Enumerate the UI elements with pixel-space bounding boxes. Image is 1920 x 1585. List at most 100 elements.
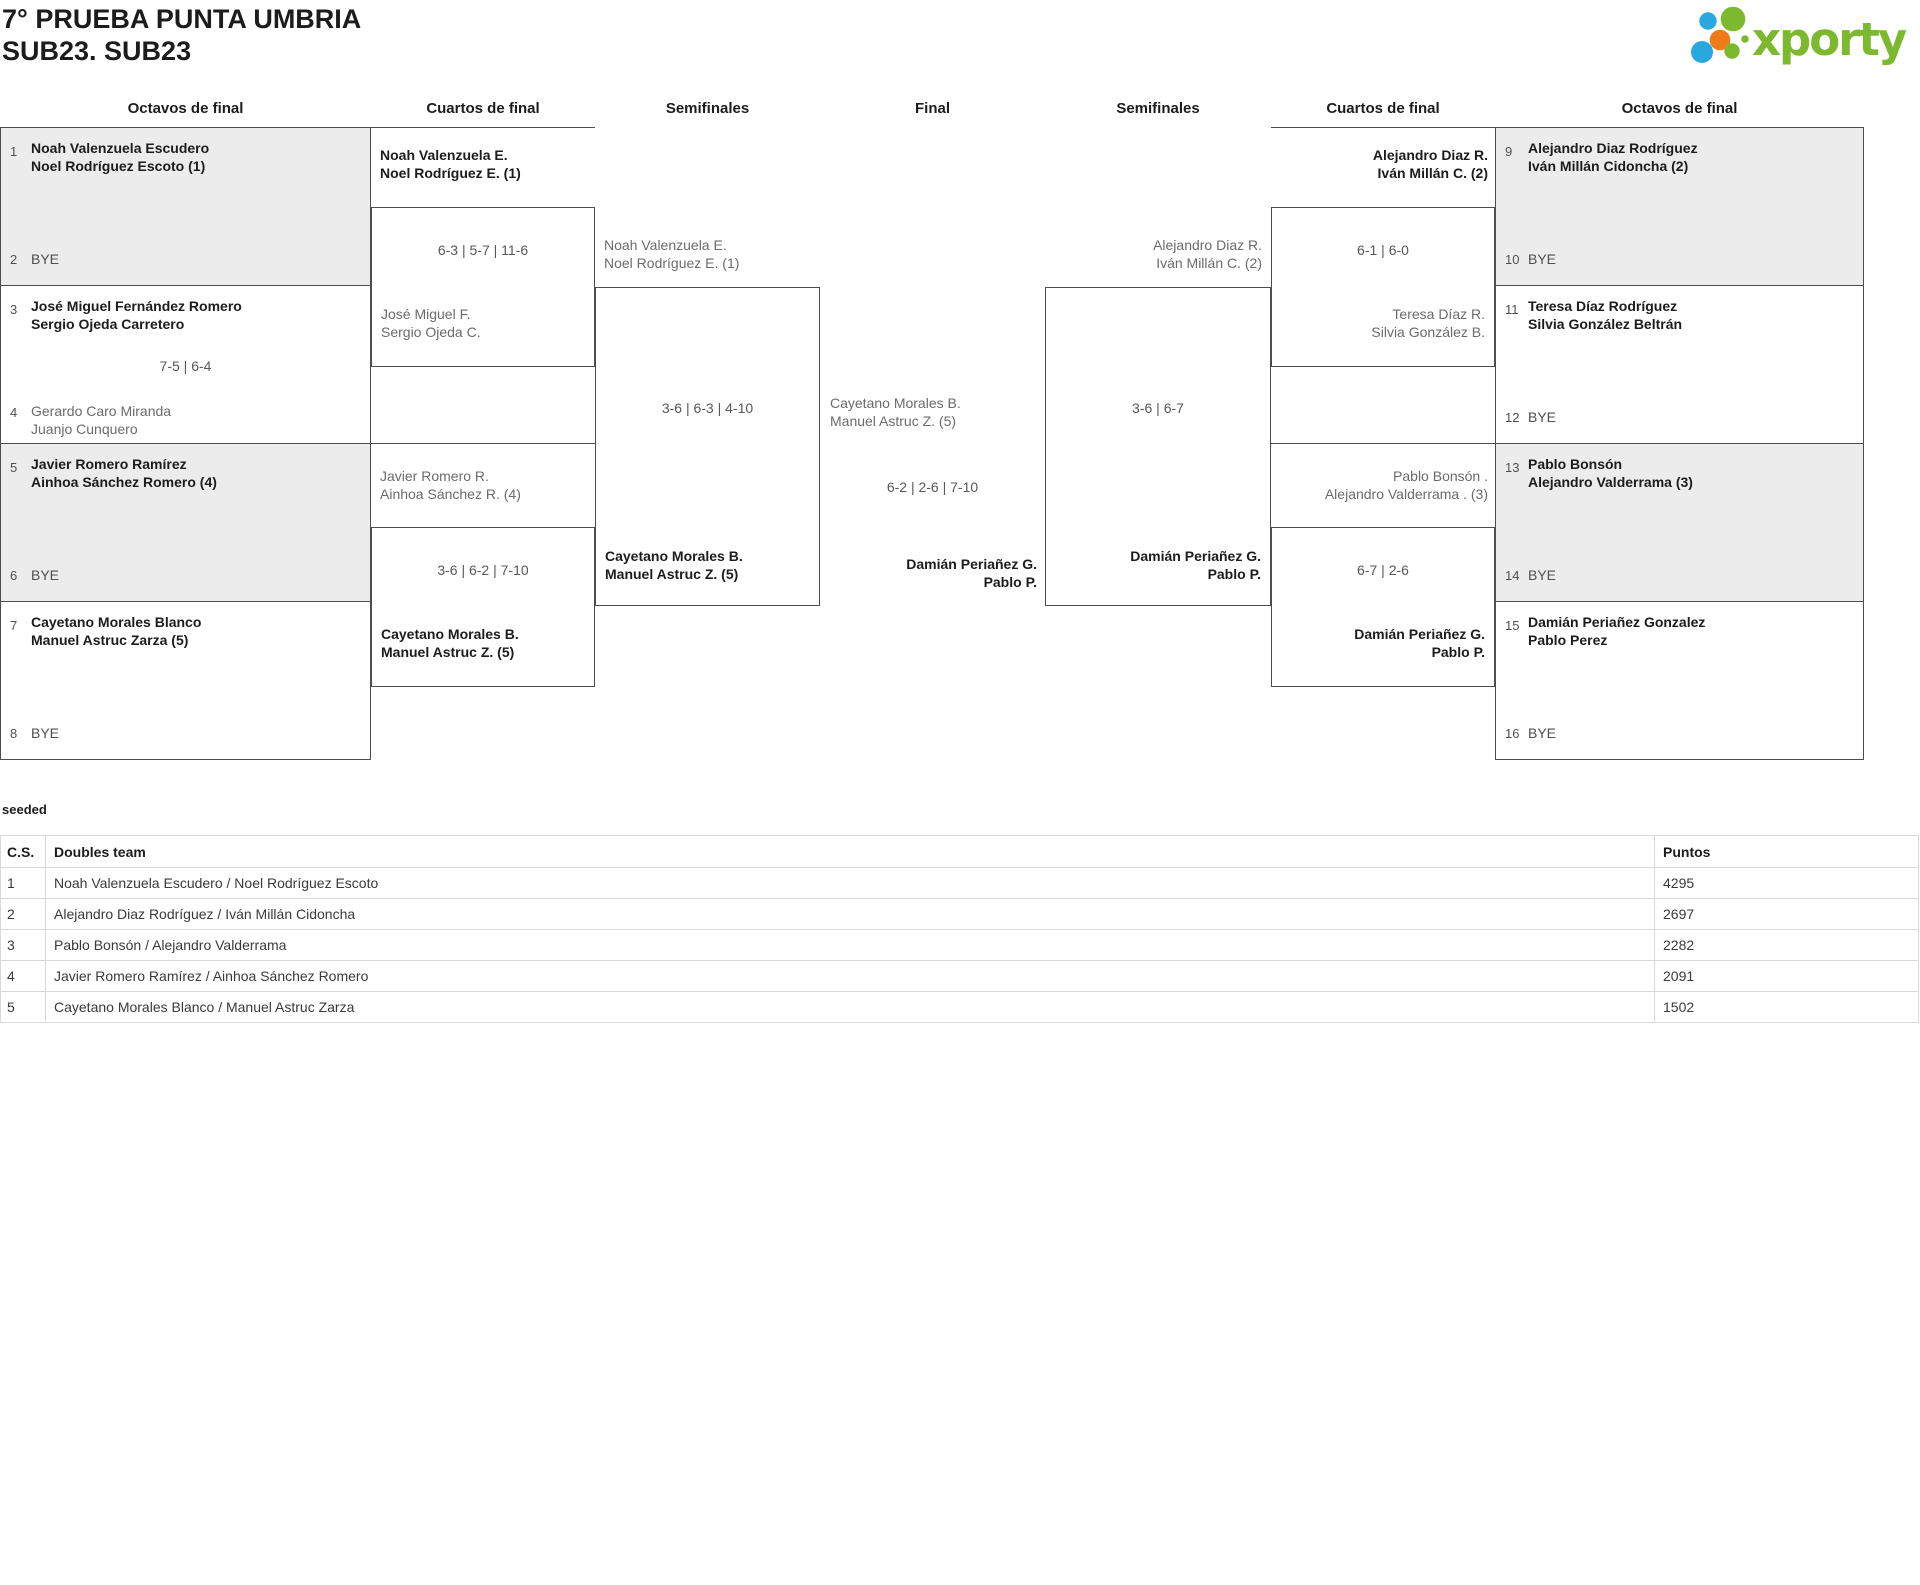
seed-team[interactable]: Cayetano Morales Blanco / Manuel Astruc … [45, 991, 1655, 1023]
page-title-line2: SUB23. SUB23 [2, 36, 192, 66]
quarters-right-2-bottom-team[interactable]: Damián Periañez G. Pablo P. [1354, 625, 1485, 661]
final-top-team[interactable]: Cayetano Morales B. Manuel Astruc Z. (5) [830, 394, 961, 430]
quarters-left-1-bottom-team[interactable]: José Miguel F. Sergio Ojeda C. [381, 305, 481, 341]
quarters-left-2-bottom-team[interactable]: Cayetano Morales B. Manuel Astruc Z. (5) [381, 625, 519, 661]
seed-number: 3 [0, 929, 46, 961]
team-entry-4[interactable]: Gerardo Caro Miranda Juanjo Cunquero [31, 402, 171, 438]
player-line-2: Noel Rodríguez E. (1) [604, 255, 740, 271]
seed-team[interactable]: Alejandro Diaz Rodríguez / Iván Millán C… [45, 898, 1655, 930]
quarters-left-2-match-box: 3-6 | 6-2 | 7-10 Cayetano Morales B. Man… [371, 527, 595, 687]
quarters-left-1-top-team[interactable]: Noah Valenzuela E. Noel Rodríguez E. (1) [380, 146, 521, 182]
octavos-left-box-3: 5 Javier Romero Ramírez Ainhoa Sánchez R… [0, 443, 371, 602]
semi-left-bottom-team[interactable]: Cayetano Morales B. Manuel Astruc Z. (5) [605, 547, 743, 583]
player-line-1: Noah Valenzuela E. [380, 147, 508, 163]
semi-right-top-team[interactable]: Alejandro Diaz R. Iván Millán C. (2) [1046, 236, 1262, 272]
team-entry-11[interactable]: Teresa Díaz Rodríguez Silvia González Be… [1528, 297, 1682, 333]
team-entry-13[interactable]: Pablo Bonsón Alejandro Valderrama (3) [1528, 455, 1693, 491]
seeded-table: C.S. Doubles team Puntos 1 Noah Valenzue… [0, 835, 1919, 1023]
seeded-row-2: 2 Alejandro Diaz Rodríguez / Iván Millán… [0, 898, 1919, 930]
round-header-semis-left: Semifinales [665, 100, 750, 117]
seed-number: 2 [0, 898, 46, 930]
round-header-semis-right: Semifinales [1116, 100, 1200, 117]
round-header-cuartos-right: Cuartos de final [1326, 100, 1440, 117]
team-entry-5[interactable]: Javier Romero Ramírez Ainhoa Sánchez Rom… [31, 455, 217, 491]
seed-points: 2091 [1654, 960, 1919, 992]
player-line-1: Cayetano Morales B. [381, 626, 519, 642]
team-entry-7[interactable]: Cayetano Morales Blanco Manuel Astruc Za… [31, 613, 201, 649]
bye-label-14: BYE [1528, 567, 1557, 583]
seed-number: 4 [0, 960, 46, 992]
seed-number: 5 [0, 991, 46, 1023]
quarters-right-2-match-box: 6-7 | 2-6 Damián Periañez G. Pablo P. [1271, 527, 1495, 687]
player-line-2: Alejandro Valderrama (3) [1528, 474, 1693, 490]
player-line-1: Teresa Díaz R. [1392, 306, 1485, 322]
player-line-1: Javier Romero R. [380, 468, 489, 484]
player-line-2: Alejandro Valderrama . (3) [1324, 486, 1488, 502]
player-line-1: Teresa Díaz Rodríguez [1528, 298, 1678, 314]
player-line-1: Cayetano Morales B. [830, 395, 961, 411]
seed-number: 1 [0, 867, 46, 899]
bye-label-16: BYE [1528, 725, 1557, 741]
col-header-team: Doubles team [45, 835, 1655, 868]
team-entry-3[interactable]: José Miguel Fernández Romero Sergio Ojed… [31, 297, 242, 333]
final-bottom-team[interactable]: Damián Periañez G. Pablo P. [820, 555, 1037, 591]
entry-number-13: 13 [1505, 460, 1520, 475]
seed-team[interactable]: Noah Valenzuela Escudero / Noel Rodrígue… [45, 867, 1655, 899]
player-line-1: José Miguel F. [381, 306, 471, 322]
player-line-2: Pablo P. [1431, 644, 1485, 660]
round-header-octavos-left: Octavos de final [127, 100, 244, 117]
entry-number-11: 11 [1505, 302, 1519, 317]
player-line-2: Manuel Astruc Z. (5) [830, 413, 957, 429]
final-score: 6-2 | 2-6 | 7-10 [886, 479, 979, 495]
octavos-right-box-4: 15 Damián Periañez Gonzalez Pablo Perez … [1495, 601, 1864, 760]
seeded-row-5: 5 Cayetano Morales Blanco / Manuel Astru… [0, 991, 1919, 1023]
player-line-1: Cayetano Morales Blanco [31, 614, 202, 630]
team-entry-9[interactable]: Alejandro Diaz Rodríguez Iván Millán Cid… [1528, 139, 1698, 175]
entry-number-9: 9 [1505, 144, 1513, 159]
quarters-right-1-match-box: 6-1 | 6-0 Teresa Díaz R. Silvia González… [1271, 207, 1495, 367]
col-header-cs: C.S. [0, 835, 46, 868]
quarters-right-2-top-team[interactable]: Pablo Bonsón . Alejandro Valderrama . (3… [1278, 467, 1488, 503]
bye-label-2: BYE [31, 251, 60, 267]
entry-number-4: 4 [10, 405, 18, 420]
match-score: 3-6 | 6-2 | 7-10 [437, 562, 529, 578]
quarters-right-1-top-team[interactable]: Alejandro Diaz R. Iván Millán C. (2) [1278, 146, 1488, 182]
octavos-right-box-1: 9 Alejandro Diaz Rodríguez Iván Millán C… [1495, 127, 1864, 286]
seeded-table-header-row: C.S. Doubles team Puntos [0, 835, 1919, 868]
player-line-2: Ainhoa Sánchez R. (4) [380, 486, 521, 502]
seeded-label: seeded [2, 802, 47, 817]
entry-number-5: 5 [10, 460, 18, 475]
semi-right-bottom-team[interactable]: Damián Periañez G. Pablo P. [1130, 547, 1261, 583]
entry-number-8: 8 [10, 726, 18, 741]
seed-team[interactable]: Pablo Bonsón / Alejandro Valderrama [45, 929, 1655, 961]
player-line-2: Noel Rodríguez Escoto (1) [31, 158, 206, 174]
bye-label-12: BYE [1528, 409, 1557, 425]
seed-team[interactable]: Javier Romero Ramírez / Ainhoa Sánchez R… [45, 960, 1655, 992]
semi-left-match-box: 3-6 | 6-3 | 4-10 Cayetano Morales B. Man… [595, 287, 820, 606]
octavos-left-box-1: 1 Noah Valenzuela Escudero Noel Rodrígue… [0, 127, 371, 286]
bracket-line [1271, 127, 1495, 128]
entry-number-12: 12 [1505, 410, 1520, 425]
player-line-2: Sergio Ojeda C. [381, 324, 481, 340]
seeded-row-1: 1 Noah Valenzuela Escudero / Noel Rodríg… [0, 867, 1919, 899]
quarters-left-2-top-team[interactable]: Javier Romero R. Ainhoa Sánchez R. (4) [380, 467, 521, 503]
player-line-1: Damián Periañez G. [1354, 626, 1485, 642]
player-line-2: Juanjo Cunquero [31, 421, 138, 437]
entry-number-16: 16 [1505, 726, 1520, 741]
semi-left-top-team[interactable]: Noah Valenzuela E. Noel Rodríguez E. (1) [604, 236, 739, 272]
quarters-right-1-bottom-team[interactable]: Teresa Díaz R. Silvia González B. [1371, 305, 1485, 341]
seed-points: 2697 [1654, 898, 1919, 930]
player-line-1: Cayetano Morales B. [605, 548, 743, 564]
entry-number-10: 10 [1505, 252, 1520, 267]
player-line-1: Damián Periañez Gonzalez [1528, 614, 1706, 630]
xporty-logo[interactable]: xporty [1686, 2, 1914, 68]
octavos-right-box-3: 13 Pablo Bonsón Alejandro Valderrama (3)… [1495, 443, 1864, 602]
seed-points: 4295 [1654, 867, 1919, 899]
player-line-1: Gerardo Caro Miranda [31, 403, 172, 419]
team-entry-1[interactable]: Noah Valenzuela Escudero Noel Rodríguez … [31, 139, 209, 175]
player-line-1: Javier Romero Ramírez [31, 456, 187, 472]
bye-label-8: BYE [31, 725, 60, 741]
match-score: 7-5 | 6-4 [159, 358, 212, 374]
team-entry-15[interactable]: Damián Periañez Gonzalez Pablo Perez [1528, 613, 1705, 649]
